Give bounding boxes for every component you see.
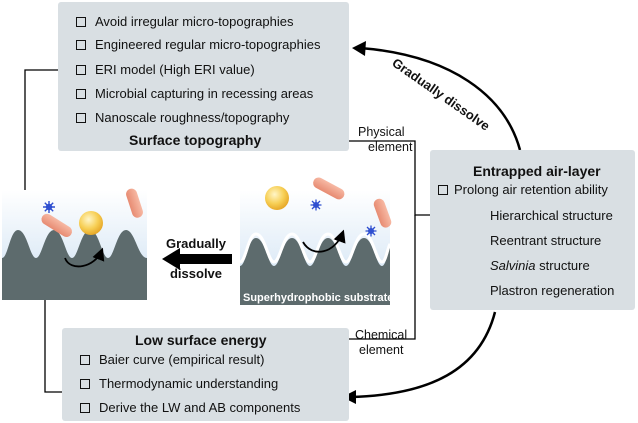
checkbox-icon [76,39,86,50]
physical-line2: element [368,140,413,154]
checkbox-icon [76,88,86,99]
chemical-line1: Chemical [355,328,408,342]
curve-arrow-top-head [352,41,366,56]
salvinia-label: Salvinia structure [490,258,590,273]
energy-item-3: Derive the LW and AB components [80,400,300,415]
curve-arrow-top [359,46,522,151]
surface-topography-title: Surface topography [129,132,262,148]
curve-arrow-bottom-head [342,390,356,404]
checkbox-icon [76,64,86,75]
energy-item-2: Thermodynamic understanding [80,376,278,391]
topography-item-5: Nanoscale roughness/topography [76,110,289,125]
chemical-line2: element [359,343,404,357]
topography-item-4: Microbial capturing in recessing areas [76,86,313,101]
item-label: Derive the LW and AB components [99,400,301,415]
curve-arrow-bottom [349,311,497,399]
left-substrate-panel [2,188,147,300]
chemical-element-label: Chemical element [355,328,407,358]
air-item-salvinia: Salvinia structure [490,258,590,273]
topography-item-3: ERI model (High ERI value) [76,62,255,77]
air-item-reentrant: Reentrant structure [490,233,602,248]
item-label: Avoid irregular micro-topographies [95,14,294,29]
virus-icon [43,201,55,213]
gradually-dissolve-middle: Gradually dissolve [166,229,226,289]
checkbox-icon [76,112,86,123]
item-label: ERI model (High ERI value) [95,62,255,77]
physical-connector [283,140,430,216]
topography-item-2: Engineered regular micro-topographies [76,37,320,52]
item-label: Nanoscale roughness/topography [95,110,290,125]
gradually-line1: Gradually [166,236,226,251]
air-checkbox-item: Prolong air retention ability [438,182,608,197]
entrapped-air-box: Entrapped air-layer Prolong air retentio… [430,150,635,310]
left-bracket-bottom [44,298,62,393]
right-substrate-panel [239,177,392,305]
physical-line1: Physical [358,125,405,139]
topography-item-1: Avoid irregular micro-topographies [76,14,293,29]
checkbox-icon [80,354,90,365]
item-label: Baier curve (empirical result) [99,352,265,367]
checkbox-icon [80,402,90,413]
air-item-hierarchical: Hierarchical structure [490,208,613,223]
item-label: Engineered regular micro-topographies [95,37,321,52]
checkbox-icon [438,184,448,195]
low-surface-energy-title: Low surface energy [135,332,267,348]
item-label: Thermodynamic understanding [99,376,279,391]
block-arrow-left [162,248,232,270]
physical-element-label: Physical element [358,125,412,155]
superhydrophobic-substrate-label: Superhydrophobic substrate [243,292,394,304]
item-label: Microbial capturing in recessing areas [95,86,314,101]
air-item-plastron: Plastron regeneration [490,283,615,298]
checkbox-icon [76,16,86,27]
left-bracket-top [24,69,62,192]
gradually-line2: dissolve [169,266,223,281]
item-label: Prolong air retention ability [454,182,608,197]
checkbox-icon [80,378,90,389]
low-surface-energy-box: Low surface energy Baier curve (empirica… [62,328,349,421]
entrapped-air-title: Entrapped air-layer [473,163,601,179]
surface-topography-box: Avoid irregular micro-topographies Engin… [58,2,349,151]
energy-item-1: Baier curve (empirical result) [80,352,264,367]
